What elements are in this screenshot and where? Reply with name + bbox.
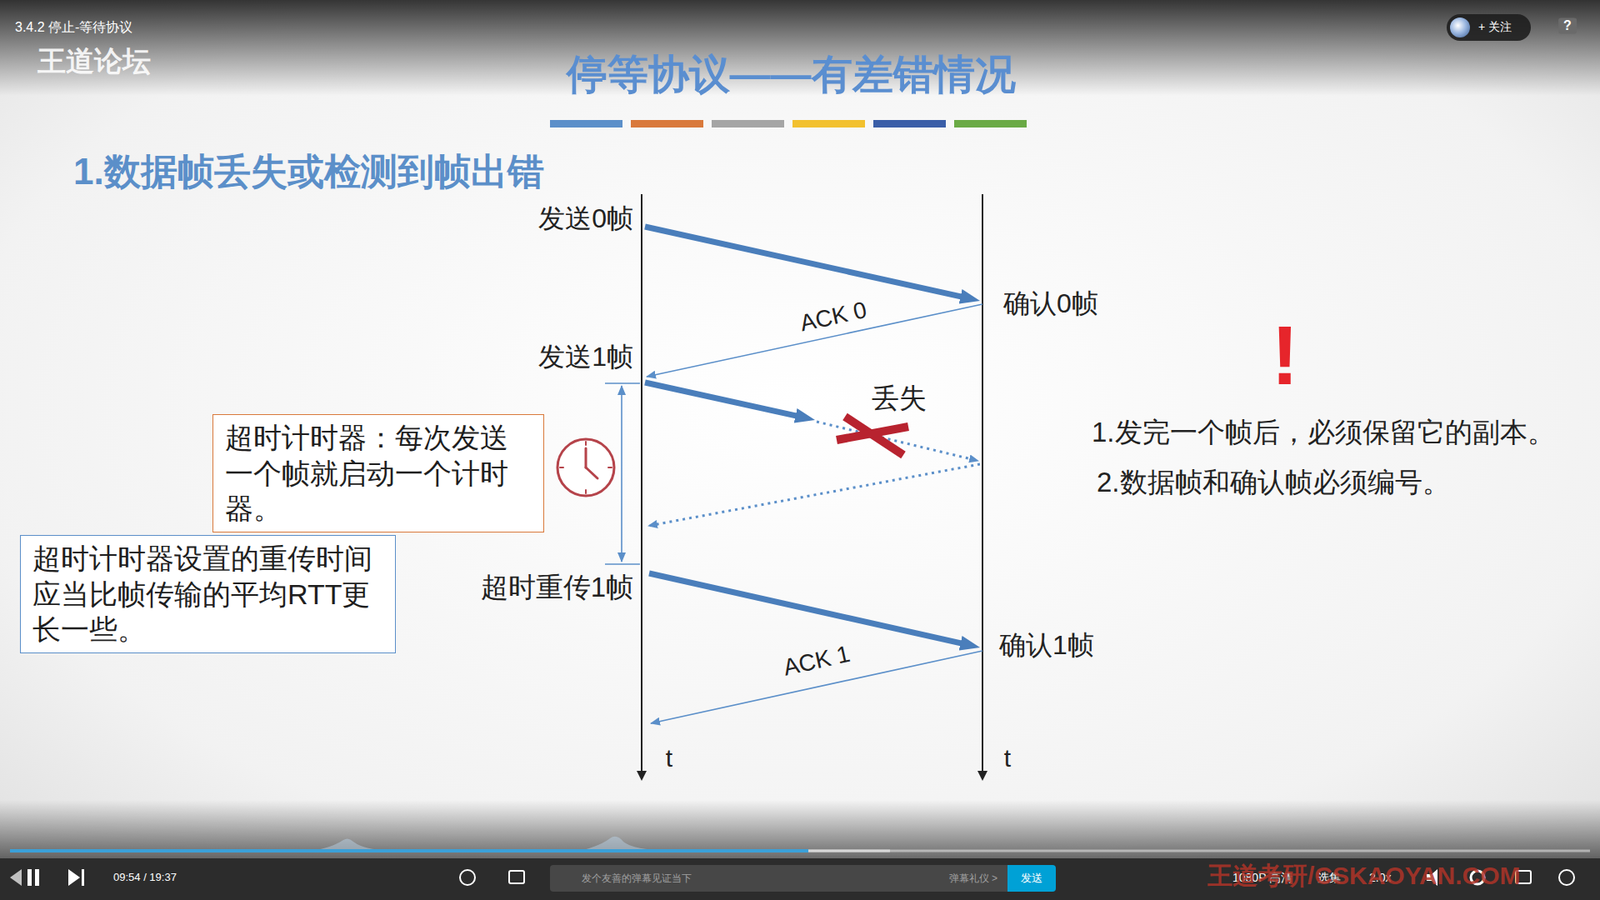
loss-label: 丢失 [871,381,927,415]
node-text: 超时计时器设置的重传时间应当比帧传输的平均RTT更长一些。 [32,540,384,648]
data-frame-arrow [649,573,970,645]
help-icon: ? [1558,17,1577,34]
send-button: 发送 [1007,865,1056,892]
data-frame-arrow [645,382,805,418]
node-text: 弹幕礼仪 > [949,871,998,886]
event-label: 确认0帧 [1003,287,1099,320]
progress-waveform [10,836,1590,850]
time-display: 09:54 / 19:37 [113,870,177,885]
event-label: 发送0帧 [538,202,634,235]
event-label: 超时重传1帧 [480,570,634,605]
axis-label: t [665,743,673,774]
lost-cross [836,416,909,455]
slide-title: 停等协议——有差错情况 [566,50,1016,100]
avatar-icon [1450,17,1470,38]
data-frame-arrow [645,226,970,299]
note-text: 2.数据帧和确认帧必须编号。 [1096,465,1450,500]
watermark: 王道考研/CSKAOYAN.COM [1207,860,1521,891]
video-title: 3.4.2 停止-等待协议 [15,19,133,35]
player-control-bar [0,858,1600,900]
node-text: 发个友善的弹幕见证当下 [581,871,692,886]
axis-label: t [1004,743,1011,774]
note-text: 1.发完一个帧后，必须保留它的副本。 [1091,415,1555,450]
node-text: 超时计时器：每次发送一个帧就启动一个计时器。 [225,420,532,527]
progress-buffer [808,850,890,853]
section-heading: 1.数据帧丢失或检测到帧出错 [73,150,545,195]
progress-track [10,850,1590,853]
progress-played [10,849,809,853]
sender-timeline [640,194,643,780]
note-box: 超时计时器设置的重传时间应当比帧传输的平均RTT更长一些。 [20,535,396,654]
node-text: + 关注 [1478,20,1512,35]
player-bottom-shade [0,800,1600,863]
watermark: 王道论坛 [37,44,151,79]
follow-button: + 关注 [1446,14,1531,41]
event-label: 确认1帧 [999,629,1095,661]
missing-ack-path [648,464,980,526]
comment-input: 发个友善的弹幕见证当下 弹幕礼仪 > [550,865,1008,892]
clock-icon [557,439,615,496]
event-label: 发送1帧 [538,340,634,373]
note-box: 超时计时器：每次发送一个帧就启动一个计时器。 [212,414,545,533]
receiver-timeline [981,194,984,780]
warning-mark: ! [1270,305,1299,405]
color-bar [550,120,1027,128]
node-text: 发送 [1020,870,1043,886]
